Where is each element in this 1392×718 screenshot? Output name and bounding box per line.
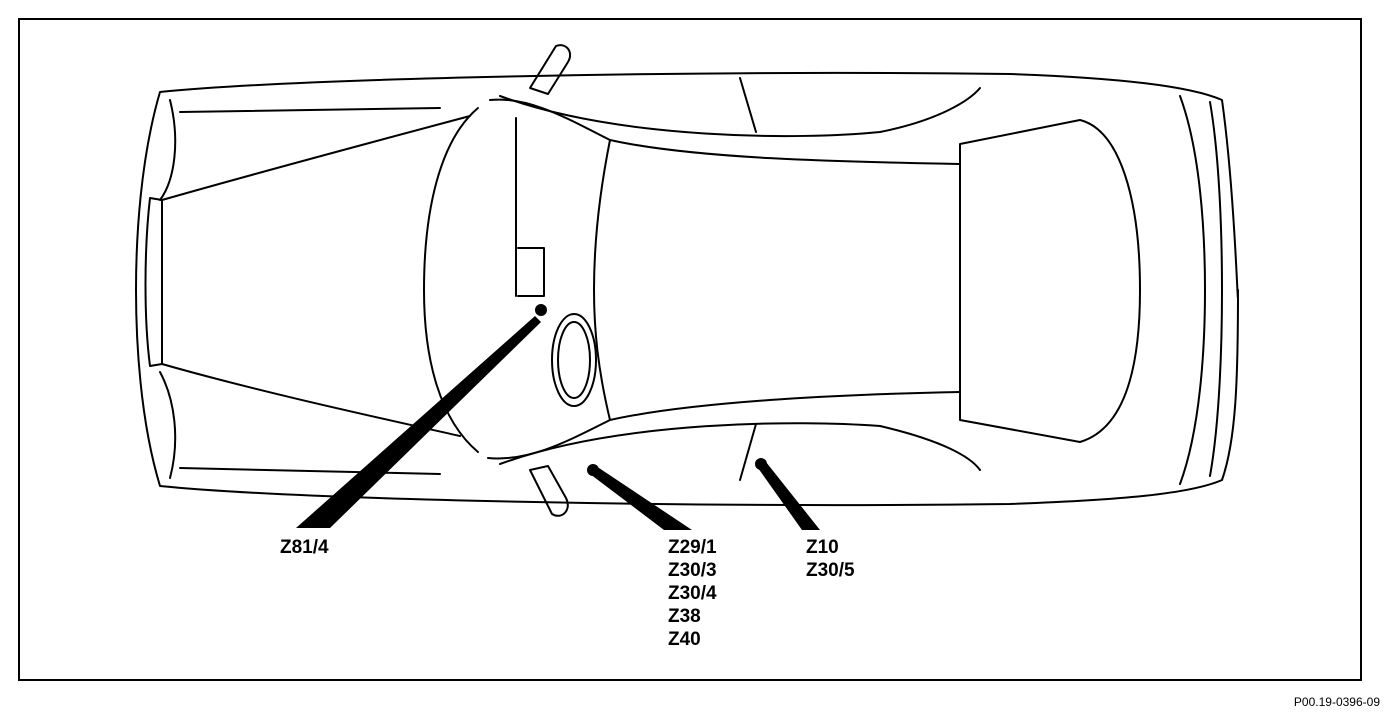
steering-wheel	[551, 313, 597, 407]
callout-label: Z40	[668, 629, 701, 650]
callout-leader-left	[296, 316, 541, 528]
callout-label: Z30/3	[668, 560, 717, 581]
callout-label-right: Z10 Z30/5	[806, 536, 855, 582]
callout-dot-left	[535, 304, 547, 316]
callout-leader-middle	[590, 466, 692, 530]
callout-label: Z30/4	[668, 583, 717, 604]
callout-label-left: Z81/4	[280, 536, 329, 559]
rear-window	[959, 119, 1141, 443]
figure-reference: P00.19-0396-09	[1293, 695, 1380, 709]
callout-leader-right	[758, 462, 820, 530]
front-bumper	[144, 197, 163, 367]
windshield	[423, 107, 479, 453]
mirror-right	[529, 465, 569, 517]
car-body-outline	[135, 71, 1239, 507]
callout-label: Z10	[806, 537, 839, 558]
hood	[161, 115, 471, 201]
diagram-frame	[18, 18, 1362, 681]
callout-label: Z29/1	[668, 537, 717, 558]
callout-label-middle: Z29/1 Z30/3 Z30/4 Z38 Z40	[668, 536, 717, 651]
callout-label: Z81/4	[280, 537, 329, 558]
callout-label: Z38	[668, 606, 701, 627]
mirror-left	[529, 44, 572, 95]
callout-label: Z30/5	[806, 560, 855, 581]
